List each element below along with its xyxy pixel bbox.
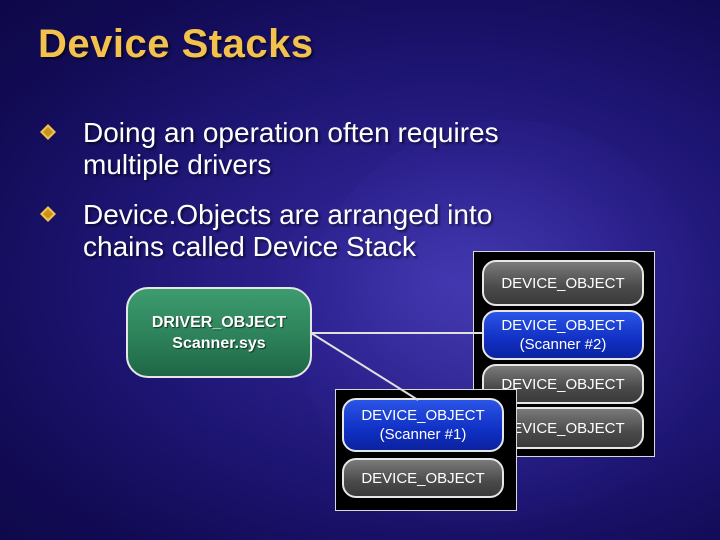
device-stack-2: DEVICE_OBJECT DEVICE_OBJECT (Scanner #2)… xyxy=(473,251,655,457)
diamond-bullet-icon xyxy=(40,124,56,140)
bullet-1-line-2: multiple drivers xyxy=(83,149,272,180)
device-object-node: DEVICE_OBJECT xyxy=(342,458,504,498)
bullet-1-line-1: Doing an operation often requires xyxy=(83,117,499,148)
bullet-2-line-2: chains called Device Stack xyxy=(83,231,417,262)
device-object-node: DEVICE_OBJECT xyxy=(482,364,644,404)
bullet-2-line-1: Device.Objects are arranged into xyxy=(83,199,493,230)
driver-object-node: DRIVER_OBJECT Scanner.sys xyxy=(126,287,312,378)
device-object-label: DEVICE_OBJECT xyxy=(361,407,485,424)
bullet-2: Device.Objects are arranged into chains … xyxy=(83,199,683,263)
device-object-label: DEVICE_OBJECT xyxy=(501,317,625,334)
device-object-scanner-1: DEVICE_OBJECT (Scanner #1) xyxy=(342,398,504,452)
slide-title: Device Stacks xyxy=(38,22,314,66)
device-object-sublabel: (Scanner #1) xyxy=(379,426,467,443)
device-object-label: DEVICE_OBJECT xyxy=(501,274,625,292)
diamond-bullet-icon xyxy=(40,206,56,222)
driver-object-sublabel: Scanner.sys xyxy=(172,334,266,352)
bullet-1: Doing an operation often requires multip… xyxy=(83,117,683,181)
device-object-label: DEVICE_OBJECT xyxy=(501,375,625,393)
driver-object-label: DRIVER_OBJECT xyxy=(151,313,287,331)
driver-to-scanner-1-line xyxy=(310,332,419,401)
device-object-label: DEVICE_OBJECT xyxy=(361,469,485,487)
device-object-label: DEVICE_OBJECT xyxy=(501,419,625,437)
device-object-scanner-2: DEVICE_OBJECT (Scanner #2) xyxy=(482,310,644,360)
device-object-node: DEVICE_OBJECT xyxy=(482,260,644,306)
device-stack-1: DEVICE_OBJECT (Scanner #1) DEVICE_OBJECT xyxy=(335,389,517,511)
device-object-sublabel: (Scanner #2) xyxy=(519,336,607,353)
